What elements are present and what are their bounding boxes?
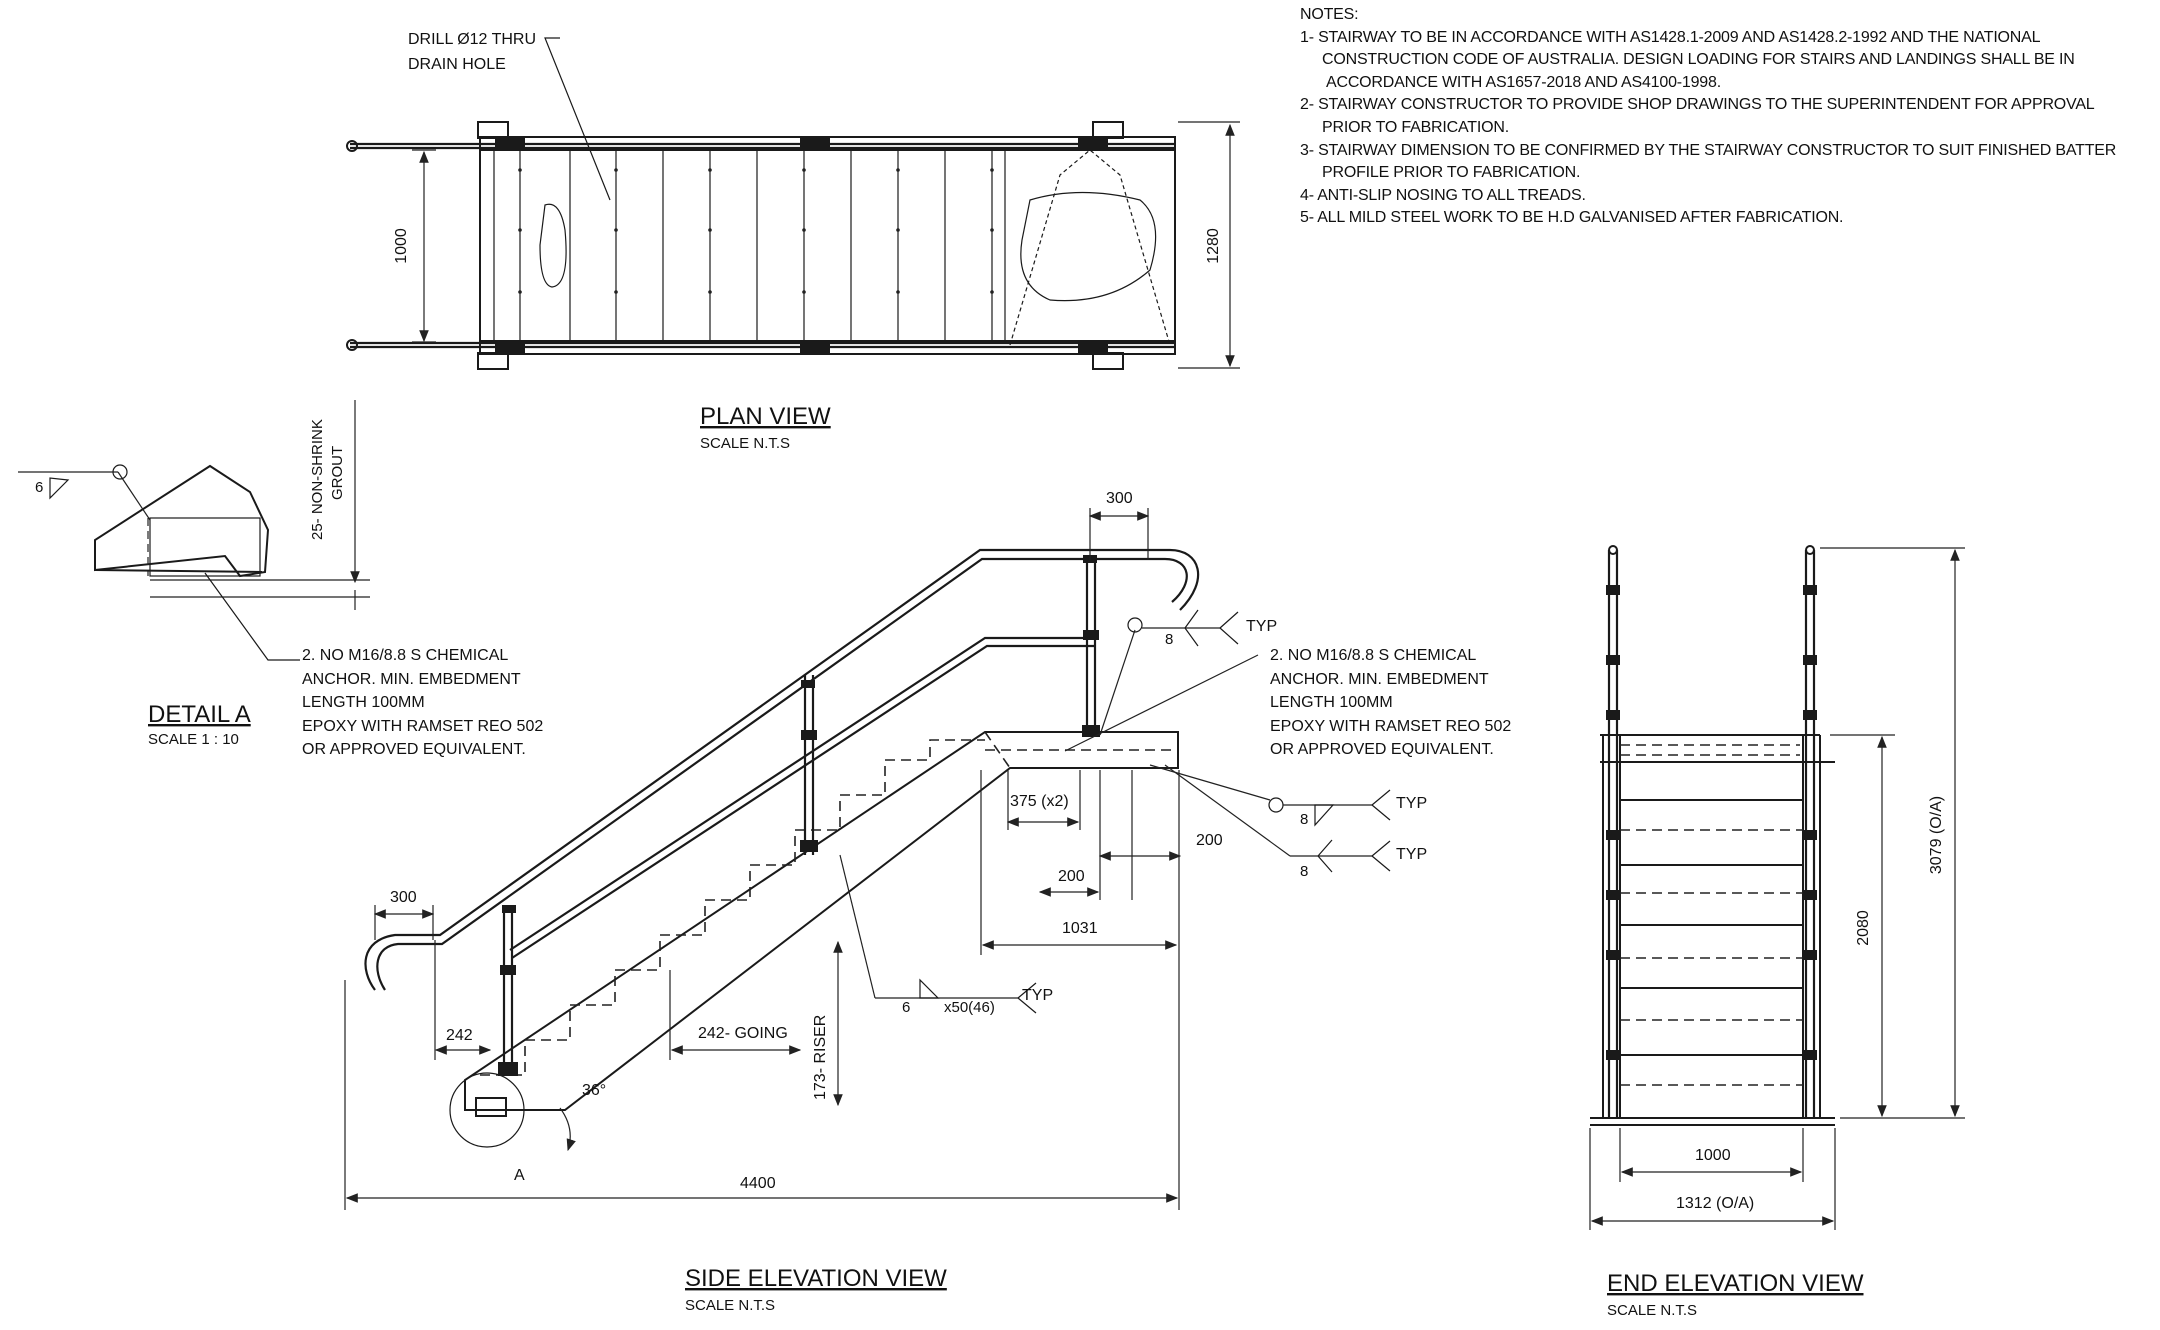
note-line: 2- STAIRWAY CONSTRUCTOR TO PROVIDE SHOP … — [1300, 96, 2095, 114]
plan-scale: SCALE N.T.S — [700, 435, 790, 452]
dim-1000: 1000 — [1695, 1147, 1731, 1164]
weld-size: 6 — [35, 479, 43, 496]
weld-size: 8 — [1165, 631, 1173, 648]
anchor-note: 2. NO M16/8.8 S CHEMICAL — [302, 647, 508, 664]
weld-typ: TYP — [1396, 846, 1427, 863]
anchor-note: OR APPROVED EQUIVALENT. — [302, 741, 526, 758]
anchor-note: ANCHOR. MIN. EMBEDMENT — [1270, 671, 1489, 688]
notes-heading: NOTES: — [1300, 6, 1359, 23]
note-line: CONSTRUCTION CODE OF AUSTRALIA. DESIGN L… — [1322, 51, 2075, 69]
detail-scale: SCALE 1 : 10 — [148, 731, 239, 748]
general-notes: NOTES: 1- STAIRWAY TO BE IN ACCORDANCE W… — [1300, 4, 2160, 230]
weld-size: 6 — [902, 999, 910, 1016]
anchor-note: 2. NO M16/8.8 S CHEMICAL — [1270, 647, 1476, 664]
dim-overall: 1280 — [1205, 228, 1222, 264]
anchor-note: OR APPROVED EQUIVALENT. — [1270, 741, 1494, 758]
end-title: END ELEVATION VIEW — [1607, 1270, 1864, 1297]
side-elevation: A 300 300 242 242- GOING 173- RISER 36° … — [344, 490, 1511, 1314]
dim-3079: 3079 (O/A) — [1928, 796, 1945, 874]
angle-label: 36° — [582, 1082, 606, 1099]
plan-view: DRILL Ø12 THRU DRAIN HOLE 1000 1280 PLAN… — [346, 31, 1240, 452]
dim-200: 200 — [1058, 868, 1085, 885]
detail-title: DETAIL A — [148, 701, 251, 728]
weld-size: 8 — [1300, 811, 1308, 828]
dim-300: 300 — [1106, 490, 1133, 507]
weld-typ: TYP — [1022, 987, 1053, 1004]
drill-note: DRAIN HOLE — [408, 56, 506, 73]
dim-width: 1000 — [393, 228, 410, 264]
note-line: 4- ANTI-SLIP NOSING TO ALL TREADS. — [1300, 186, 1586, 204]
grout-note: GROUT — [329, 446, 346, 500]
anchor-note: LENGTH 100MM — [302, 694, 425, 711]
dim-1031: 1031 — [1062, 920, 1098, 937]
checker-plate-patch — [1020, 191, 1157, 302]
note-line: 1- STAIRWAY TO BE IN ACCORDANCE WITH AS1… — [1300, 28, 2041, 46]
end-scale: SCALE N.T.S — [1607, 1302, 1697, 1319]
note-line: ACCORDANCE WITH AS1657-2018 AND AS4100-1… — [1326, 73, 1721, 91]
drill-note: DRILL Ø12 THRU — [408, 31, 536, 48]
plan-treads — [493, 150, 1006, 341]
dim-2080: 2080 — [1855, 910, 1872, 946]
callout-letter: A — [514, 1167, 525, 1184]
anchor-note: LENGTH 100MM — [1270, 694, 1393, 711]
end-treads — [1620, 799, 1803, 1086]
weld-typ: TYP — [1396, 795, 1427, 812]
weld-length: x50(46) — [944, 999, 995, 1016]
dim-4400: 4400 — [740, 1175, 776, 1192]
note-line: PRIOR TO FABRICATION. — [1322, 118, 1509, 136]
checker-plate-patch — [539, 203, 567, 288]
anchor-note: EPOXY WITH RAMSET REO 502 — [302, 718, 543, 735]
detail-a: 6 25- NON-SHRINK GROUT 2. NO M16/8.8 S C… — [18, 400, 543, 758]
dim-200: 200 — [1196, 832, 1223, 849]
detail-a-callout — [449, 1072, 525, 1148]
end-elevation: 1000 1312 (O/A) 2080 3079 (O/A) END ELEV… — [1589, 545, 1965, 1319]
note-line: 3- STAIRWAY DIMENSION TO BE CONFIRMED BY… — [1300, 141, 2117, 159]
side-title: SIDE ELEVATION VIEW — [685, 1265, 947, 1292]
anchor-note: EPOXY WITH RAMSET REO 502 — [1270, 718, 1511, 735]
anchor-note: ANCHOR. MIN. EMBEDMENT — [302, 671, 521, 688]
dim-242: 242 — [446, 1027, 473, 1044]
note-line: 5- ALL MILD STEEL WORK TO BE H.D GALVANI… — [1300, 209, 1844, 227]
weld-typ: TYP — [1246, 618, 1277, 635]
dim-300: 300 — [390, 889, 417, 906]
plan-title: PLAN VIEW — [700, 403, 831, 430]
dim-1312: 1312 (O/A) — [1676, 1195, 1754, 1212]
grout-note: 25- NON-SHRINK — [309, 419, 326, 540]
dim-going: 242- GOING — [698, 1025, 788, 1042]
side-scale: SCALE N.T.S — [685, 1297, 775, 1314]
dim-riser: 173- RISER — [812, 1015, 829, 1100]
dim-375: 375 (x2) — [1010, 793, 1069, 810]
weld-size: 8 — [1300, 863, 1308, 880]
note-line: PROFILE PRIOR TO FABRICATION. — [1322, 164, 1581, 182]
